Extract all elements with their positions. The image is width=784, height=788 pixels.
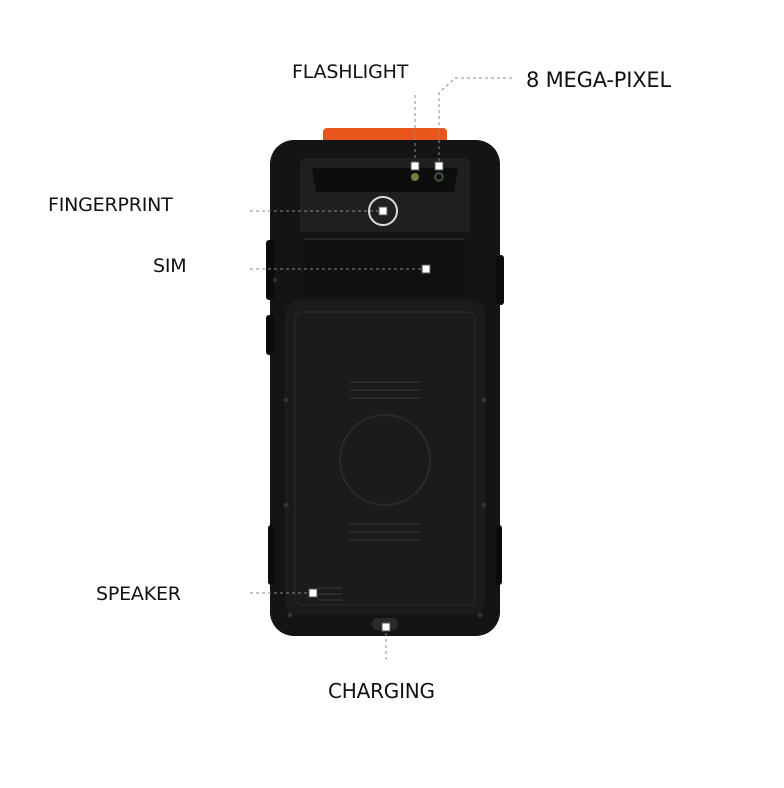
camera-window (312, 168, 458, 192)
side-grip-right (496, 525, 502, 585)
leader-camera (438, 77, 512, 165)
label-sim: SIM (153, 255, 187, 277)
side-button-right (496, 255, 504, 305)
marker-charging (381, 622, 391, 632)
marker-speaker (308, 588, 318, 598)
flashlight-lens (411, 173, 419, 181)
label-fingerprint: FINGERPRINT (48, 194, 173, 216)
label-camera: 8 MEGA-PIXEL (526, 68, 671, 92)
screw-side-left (273, 278, 277, 282)
screw-bottom-right (477, 612, 483, 618)
label-flashlight: FLASHLIGHT (292, 61, 409, 83)
side-button-left-upper (266, 240, 274, 300)
camera-lens-inner (436, 174, 442, 180)
screw-top-right (481, 397, 487, 403)
marker-flashlight (410, 161, 420, 171)
screw-top-left (283, 397, 289, 403)
side-grip-left (268, 525, 274, 585)
fingerprint-sensor-ring (368, 196, 398, 226)
side-button-left-lower (266, 315, 274, 355)
screw-mid-left (283, 502, 289, 508)
sim-cover-edge (305, 238, 465, 240)
marker-sim (421, 264, 431, 274)
label-speaker: SPEAKER (96, 583, 181, 605)
screw-bottom-left (287, 612, 293, 618)
battery-cover-inner (294, 311, 476, 606)
marker-camera (434, 161, 444, 171)
screw-mid-right (481, 502, 487, 508)
battery-cover (285, 300, 485, 615)
sim-cover (305, 238, 465, 296)
nfc-circle (339, 414, 431, 506)
marker-fingerprint (378, 206, 388, 216)
label-charging: CHARGING (328, 679, 435, 703)
